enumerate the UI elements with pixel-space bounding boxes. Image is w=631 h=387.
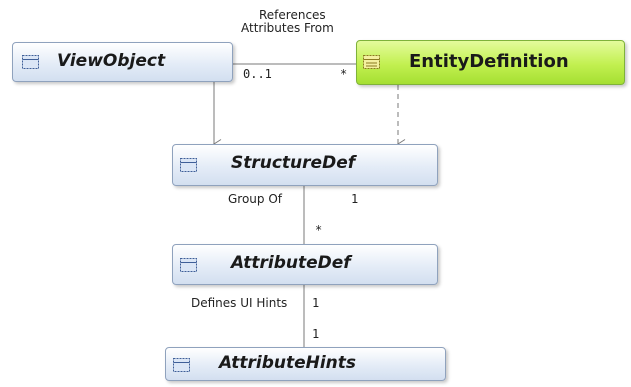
defines-ui-hints-target-multiplicity: 1 (312, 327, 320, 341)
class-icon (180, 158, 197, 172)
references-target-multiplicity: * (340, 67, 348, 81)
attributedef-class-node[interactable]: AttributeDef (172, 244, 438, 285)
viewobject-class-node[interactable]: ViewObject (12, 42, 233, 82)
group-of-source-multiplicity: 1 (351, 192, 359, 206)
structuredef-class-label: StructureDef (231, 153, 356, 173)
group-of-label: Group Of (228, 192, 283, 206)
viewobject-class-label: ViewObject (57, 51, 166, 71)
defines-ui-hints-label: Defines UI Hints (191, 296, 288, 310)
defines-ui-hints-source-multiplicity: 1 (312, 296, 320, 310)
structuredef-class-node[interactable]: StructureDef (172, 144, 438, 186)
references-label-line1: References (259, 8, 326, 22)
class-icon (173, 358, 190, 372)
references-source-multiplicity: 0..1 (243, 67, 272, 81)
attributehints-class-node[interactable]: AttributeHints (165, 347, 446, 381)
group-of-target-multiplicity: * (315, 223, 323, 237)
class-icon (22, 55, 39, 69)
class-icon (180, 258, 197, 272)
entity-icon (363, 55, 380, 69)
entity-definition-node[interactable]: EntityDefinition (356, 40, 625, 85)
attributedef-class-label: AttributeDef (231, 253, 351, 273)
attributehints-class-label: AttributeHints (219, 353, 357, 373)
references-label-line2: Attributes From (241, 21, 334, 35)
entity-definition-label: EntityDefinition (409, 51, 569, 72)
